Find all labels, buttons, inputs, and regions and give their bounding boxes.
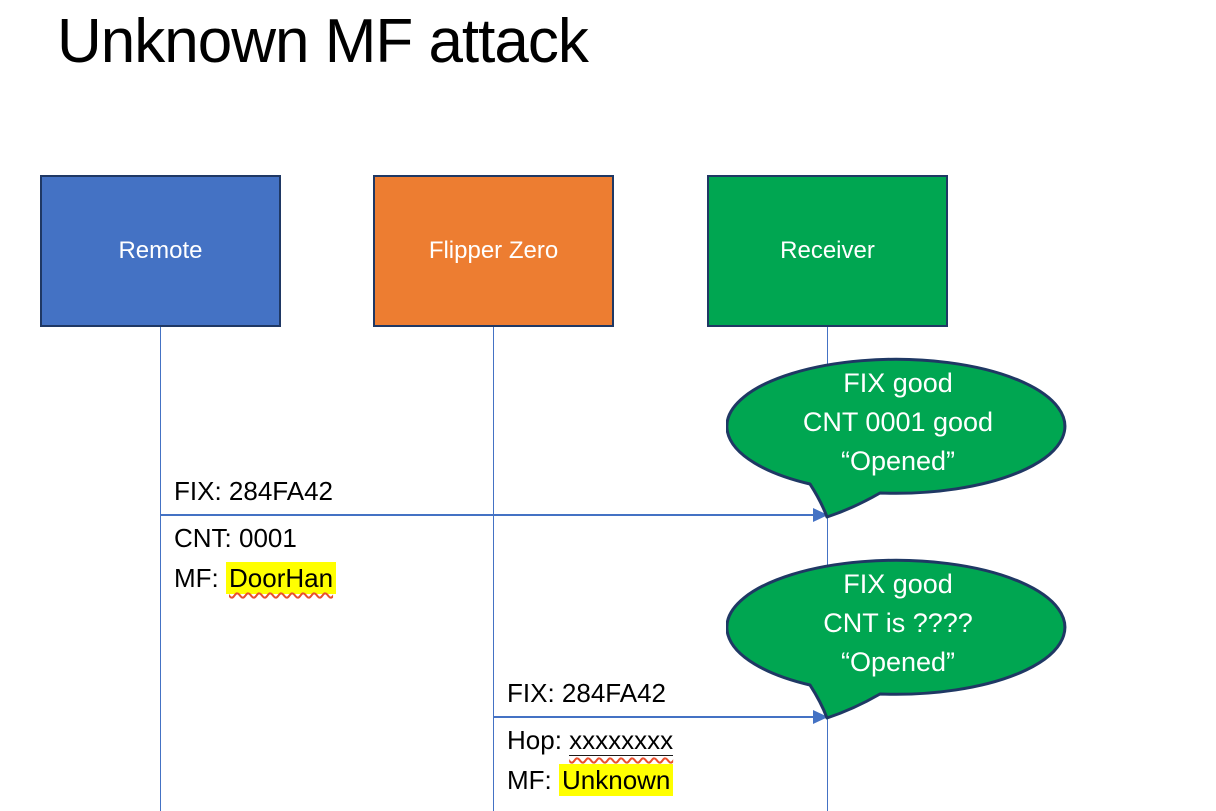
callout-bubble-1 — [726, 357, 1067, 519]
message-line-flipper-to-receiver — [493, 716, 814, 718]
callout-line: “Opened” — [840, 647, 956, 677]
message1-label-cnt: CNT: 0001 — [174, 523, 297, 553]
actor-label-flipper-zero: Flipper Zero — [428, 237, 559, 264]
callout-bubble-2 — [726, 558, 1067, 720]
underlined-value-hop: xxxxxxxx — [569, 725, 674, 756]
highlighted-value-doorhan: DoorHan — [226, 562, 337, 594]
message1-label-fix: FIX: 284FA42 — [174, 476, 333, 506]
page-title: Unknown MF attack — [57, 7, 589, 76]
message1-label-mf: MF: DoorHan — [174, 558, 337, 598]
actor-box-flipper-zero: Flipper Zero — [373, 175, 614, 327]
message2-label-fix: FIX: 284FA42 — [507, 678, 666, 708]
callout-line: CNT is ???? — [823, 608, 973, 638]
actor-box-receiver: Receiver — [707, 175, 948, 327]
message2-label-details: Hop: xxxxxxxx MF: Unknown — [507, 720, 674, 800]
lifeline-flipper-zero — [492, 327, 494, 811]
message2-label-mf: MF: Unknown — [507, 760, 674, 800]
message1-label-details: CNT: 0001 MF: DoorHan — [174, 518, 337, 598]
actor-box-remote: Remote — [40, 175, 281, 327]
lifeline-remote — [159, 327, 161, 811]
actor-label-receiver: Receiver — [780, 237, 875, 264]
callout-line: “Opened” — [840, 446, 956, 476]
actor-label-remote: Remote — [118, 237, 203, 264]
callout-1-text: FIX good CNT 0001 good “Opened” — [746, 364, 1050, 481]
callout-line: FIX good — [843, 368, 953, 398]
message2-label-hop: Hop: xxxxxxxx — [507, 725, 674, 756]
callout-line: CNT 0001 good — [802, 407, 994, 437]
highlighted-value-unknown: Unknown — [559, 764, 674, 796]
callout-2-text: FIX good CNT is ???? “Opened” — [746, 565, 1050, 682]
callout-line: FIX good — [843, 569, 953, 599]
message-line-remote-to-receiver — [160, 514, 814, 516]
